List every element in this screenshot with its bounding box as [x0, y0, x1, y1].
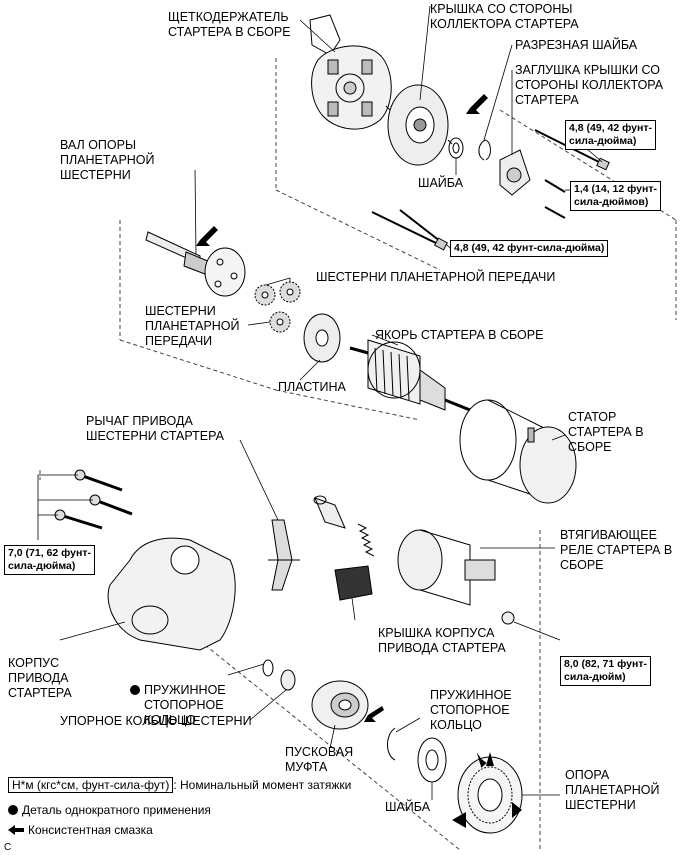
cover-screws — [544, 179, 566, 219]
gear-support-part — [457, 756, 523, 834]
brush-holder-part — [309, 14, 392, 130]
torque-box-4: 7,0 (71, 62 фунт- сила-дюйма) — [4, 545, 95, 575]
label-end-cover: ЗАГЛУШКА КРЫШКИ СО СТОРОНЫ КОЛЛЕКТОРА СТ… — [515, 63, 664, 107]
label-stop-collar: УПОРНОЕ КОЛЬЦО ШЕСТЕРНИ — [60, 714, 252, 728]
legend-grease-text: Консистентная смазка — [28, 823, 153, 837]
plate-part — [303, 313, 341, 363]
grease-arrow-icon — [8, 825, 24, 835]
label-gear-support: ОПОРА ПЛАНЕТАРНОЙ ШЕСТЕРНИ — [565, 768, 660, 812]
legend-torque-desc: : Номинальный момент затяжки — [173, 778, 352, 792]
label-snap-ring-1-text: ПРУЖИННОЕ СТОПОРНОЕ КОЛЬЦО — [144, 683, 226, 727]
planetary-gears-part — [254, 281, 301, 333]
label-solenoid: ВТЯГИВАЮЩЕЕ РЕЛЕ СТАРТЕРА В СБОРЕ — [560, 528, 673, 572]
label-planetary-shaft: ВАЛ ОПОРЫ ПЛАНЕТАРНОЙ ШЕСТЕРНИ — [60, 138, 155, 182]
label-plate: ПЛАСТИНА — [278, 380, 346, 394]
assembly-guide-lines — [39, 58, 677, 851]
legend-non-reusable: Деталь однократного применения — [8, 803, 211, 818]
grease-arrows — [196, 94, 522, 828]
commutator-end-frame-part — [385, 84, 453, 166]
washer-bottom-part — [417, 737, 447, 783]
label-commutator-end-frame: КРЫШКА СО СТОРОНЫ КОЛЛЕКТОРА СТАРТЕРА — [430, 2, 579, 31]
plunger-part — [313, 495, 375, 557]
label-drive-housing: КОРПУС ПРИВОДА СТАРТЕРА — [8, 656, 72, 700]
figure-code: C — [4, 842, 12, 853]
non-reusable-dot-icon — [8, 805, 18, 815]
drive-lever-part — [268, 519, 300, 591]
label-planetary-gears-1: ШЕСТЕРНИ ПЛАНЕТАРНОЙ ПЕРЕДАЧИ — [316, 270, 556, 284]
label-clutch: ПУСКОВАЯ МУФТА — [285, 745, 354, 774]
snap-ring-2-part — [387, 727, 396, 761]
label-planetary-gears-2: ШЕСТЕРНИ ПЛАНЕТАРНОЙ ПЕРЕДАЧИ — [145, 304, 240, 348]
label-snap-ring-2: ПРУЖИННОЕ СТОПОРНОЕ КОЛЬЦО — [430, 688, 512, 732]
starter-clutch-part — [311, 680, 369, 730]
lock-plate-part — [478, 139, 491, 161]
label-washer-bottom: ШАЙБА — [385, 800, 431, 814]
washer-top-part — [448, 137, 464, 159]
stop-collar-part — [280, 669, 296, 691]
label-brush-holder: ЩЕТКОДЕРЖАТЕЛЬ СТАРТЕРА В СБОРЕ — [168, 10, 291, 39]
torque-box-1: 4,8 (49, 42 фунт- сила-дюйма) — [565, 120, 656, 150]
drive-housing-part — [107, 537, 236, 651]
legend-torque-unit: Н*м (кгс*см, фунт-сила-фут) — [8, 777, 174, 793]
housing-cover-part — [334, 565, 373, 601]
label-armature: ЯКОРЬ СТАРТЕРА В СБОРЕ — [375, 328, 544, 342]
torque-box-5: 8,0 (82, 71 фунт- сила-дюйм) — [560, 656, 651, 686]
label-washer-top: ШАЙБА — [418, 176, 464, 190]
end-cover-part — [499, 149, 531, 196]
solenoid-part — [397, 529, 515, 625]
label-yoke: СТАТОР СТАРТЕРА В СБОРЕ — [568, 410, 644, 454]
through-bolts — [371, 129, 610, 251]
leader-lines — [37, 5, 603, 800]
label-lock-plate: РАЗРЕЗНАЯ ШАЙБА — [515, 38, 638, 52]
housing-bolts — [54, 469, 133, 530]
label-snap-ring-1: ПРУЖИННОЕ СТОПОРНОЕ КОЛЬЦО — [130, 668, 226, 728]
planetary-shaft-part — [145, 231, 246, 297]
yoke-part — [459, 399, 577, 504]
legend-torque: Н*м (кгс*см, фунт-сила-фут): Номинальный… — [8, 777, 352, 793]
label-housing-cover: КРЫШКА КОРПУСА ПРИВОДА СТАРТЕРА — [378, 626, 506, 655]
legend-non-reusable-text: Деталь однократного применения — [22, 803, 211, 817]
label-drive-lever: РЫЧАГ ПРИВОДА ШЕСТЕРНИ СТАРТЕРА — [86, 414, 224, 443]
torque-box-2: 1,4 (14, 12 фунт- сила-дюймов) — [570, 181, 661, 211]
non-reusable-dot-icon — [130, 685, 140, 695]
legend-grease: Консистентная смазка — [8, 823, 153, 838]
armature-part — [349, 339, 471, 412]
torque-box-3: 4,8 (49, 42 фунт-сила-дюйма) — [450, 240, 609, 257]
snap-ring-1-part — [262, 659, 274, 677]
